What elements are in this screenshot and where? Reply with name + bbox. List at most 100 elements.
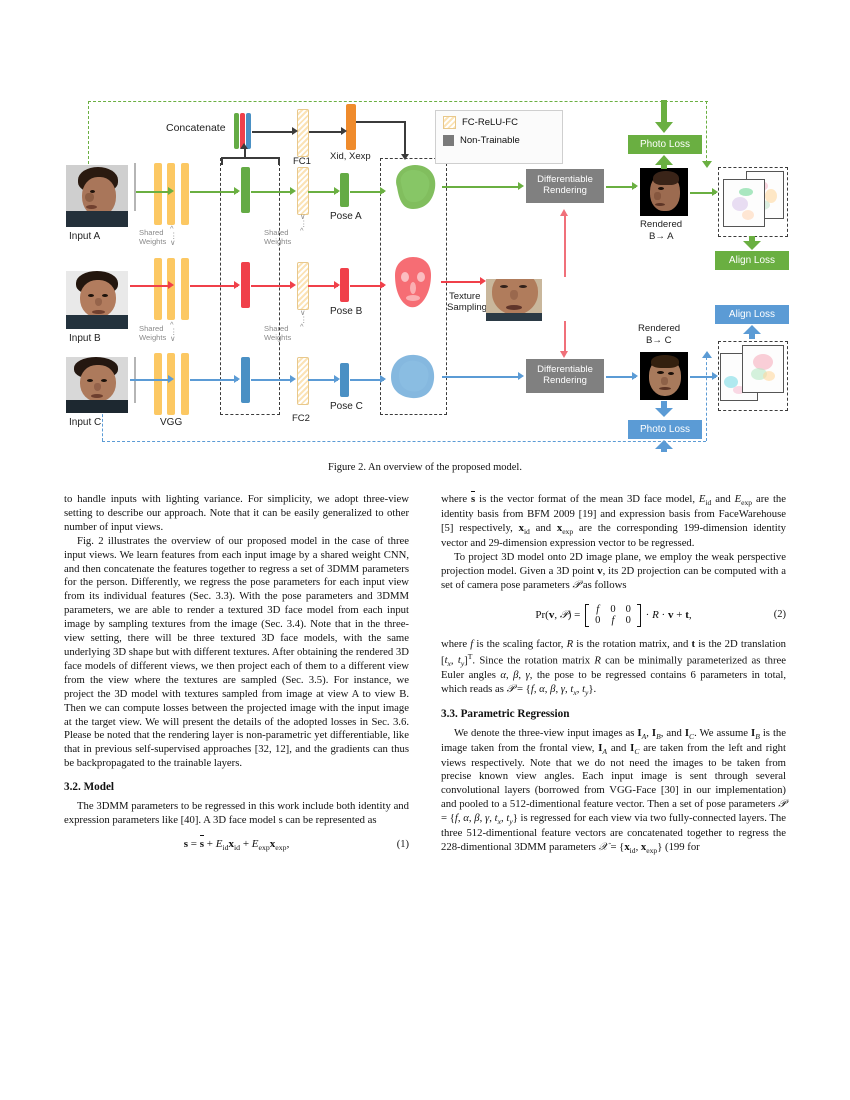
rendered-ba-to-photo-loss-arrow [655, 155, 673, 169]
align-sheet-top-front [723, 179, 765, 227]
vgg-bar-a1 [154, 163, 162, 225]
flow-b-pose-to-model-head [380, 281, 386, 289]
concat-to-fc1-arrowhead [292, 127, 298, 135]
flow-c-pose-to-model-head [380, 375, 386, 383]
texture-sampling-line1: Texture [449, 291, 481, 302]
flow-b-pose-to-model [350, 285, 384, 287]
flow-a-photo-to-vgg [136, 191, 170, 193]
diff-render-top-line1: Differentiable [537, 174, 593, 186]
flow-c-thumb-to-align [690, 376, 716, 378]
heading-3-3-parametric-regression: 3.3. Parametric Regression [441, 708, 570, 720]
flow-a-thumb-to-align-head [712, 188, 718, 196]
feature-vector-b [241, 262, 250, 308]
align-loss-bottom: Align Loss [715, 305, 789, 324]
vgg-bar-b1 [154, 258, 162, 320]
align-loss-bottom-dashed-group [718, 341, 788, 411]
flow-a-render-to-thumb-head [632, 182, 638, 190]
align-loss-bottom-arrow [743, 325, 761, 339]
flow-c-photo-to-vgg-head [168, 375, 174, 383]
concat-bar-blue [246, 113, 251, 149]
figure-legend: FC-ReLU-FC Non-Trainable [435, 110, 563, 164]
flow-c-model-to-render-head [518, 372, 524, 380]
flow-b-feat-to-fc2 [251, 285, 293, 287]
concat-up-arrow-stem [244, 149, 246, 159]
concat-to-fc1-line [252, 131, 294, 133]
right-text-column: where s is the vector format of the mean… [441, 491, 786, 856]
figure-2-diagram: Input A Input B Input C [60, 95, 790, 455]
fc1-label: FC1 [293, 156, 311, 167]
shared-weights-fc-b-line2: Weights [264, 333, 292, 342]
flow-c-feat-to-fc2-head [290, 375, 296, 383]
flow-c-thumb-to-align-head [712, 372, 718, 380]
fc1-to-x-line [309, 131, 343, 133]
shared-weights-vgg-b-line1: Shared [139, 324, 164, 333]
flow-c-photo-to-vgg [130, 379, 170, 381]
legend-label-fc-relu-fc: FC-ReLU-FC [462, 117, 518, 128]
flow-a-vgg-to-feat-head [234, 187, 240, 195]
equation-2-number: (2) [773, 609, 786, 621]
fc1-to-x-arrowhead [341, 127, 347, 135]
input-a-photo [66, 165, 128, 227]
flow-b-fc2-to-pose [308, 285, 338, 287]
rendered-bc-to-photo-loss-arrow [655, 401, 673, 417]
face-model-c-blue [391, 354, 435, 399]
green-dashed-left-drop [88, 101, 89, 169]
flow-c-feat-to-fc2 [251, 379, 293, 381]
blue-dashed-right-rise [706, 357, 707, 441]
x-to-shape-vertical [404, 121, 406, 156]
x-to-shape-arrowhead [401, 154, 409, 160]
pose-b-block [340, 268, 349, 302]
input-b-photo [66, 271, 128, 329]
feature-vector-c [241, 357, 250, 403]
flow-a-feat-to-fc2 [251, 191, 293, 193]
fc1-block [297, 109, 309, 157]
shared-weights-fc-a-line1: Shared [264, 228, 289, 237]
texture-to-bottom-render-stem [564, 321, 566, 353]
flow-a-photo-to-vgg-head [168, 187, 174, 195]
rendered-ba-line1: Rendered [640, 219, 683, 230]
shared-weights-vgg-a-line1: Shared [139, 228, 164, 237]
input-b-label: Input B [69, 333, 101, 344]
vgg-bar-c1 [154, 353, 162, 415]
photo-loss-bottom-up-arrow [655, 440, 673, 452]
left-paragraph-1: to handle inputs with lighting variance.… [64, 493, 409, 533]
blue-dashed-arrowhead [702, 351, 712, 358]
shared-weights-fc-b-updown: ∨⋮^ [300, 308, 308, 332]
legend-item-non-trainable: Non-Trainable [443, 135, 555, 146]
left-paragraph-3: The 3DMM parameters to be regressed in t… [64, 799, 409, 826]
concat-collector-bar [221, 157, 279, 159]
rendered-bc-line2: B→ C [646, 335, 672, 346]
pose-b-label: Pose B [330, 306, 363, 317]
equation-1: s = s + Eidxid + Eexpxexp, (1) [183, 834, 409, 852]
model-b-to-texture-arrowhead [480, 277, 486, 285]
align-loss-bottom-label: Align Loss [728, 309, 776, 320]
xid-xexp-label: Xid, Xexp [330, 151, 371, 162]
photo-a-bracket [134, 163, 136, 211]
flow-c-vgg-to-feat [190, 379, 238, 381]
vgg-bar-c3 [181, 353, 189, 415]
flow-a-pose-to-model [350, 191, 384, 193]
rendered-b-to-a-thumb [640, 168, 688, 216]
flow-b-fc2-to-pose-head [334, 281, 340, 289]
flow-a-model-to-render [442, 186, 520, 188]
x-to-shape-horizontal [356, 121, 405, 123]
flow-c-fc2-to-pose [308, 379, 338, 381]
left-text-column: to handle inputs with lighting variance.… [64, 493, 409, 862]
input-a-label: Input A [69, 231, 101, 242]
differentiable-rendering-bottom: Differentiable Rendering [526, 359, 604, 393]
green-dashed-arrowhead [702, 161, 712, 168]
vgg-label: VGG [160, 417, 183, 428]
photo-loss-top-label: Photo Loss [639, 139, 691, 150]
concat-bar-green [234, 113, 239, 149]
texture-to-top-render-stem [564, 215, 566, 277]
flow-b-vgg-to-feat [190, 285, 238, 287]
fc2-label: FC2 [292, 413, 310, 424]
flow-c-render-to-thumb [606, 376, 636, 378]
flow-a-model-to-render-head [518, 182, 524, 190]
face-model-a-green [396, 165, 436, 209]
concatenate-label: Concatenate [166, 122, 226, 134]
concat-collector-right [278, 157, 280, 165]
pose-a-block [340, 173, 349, 207]
